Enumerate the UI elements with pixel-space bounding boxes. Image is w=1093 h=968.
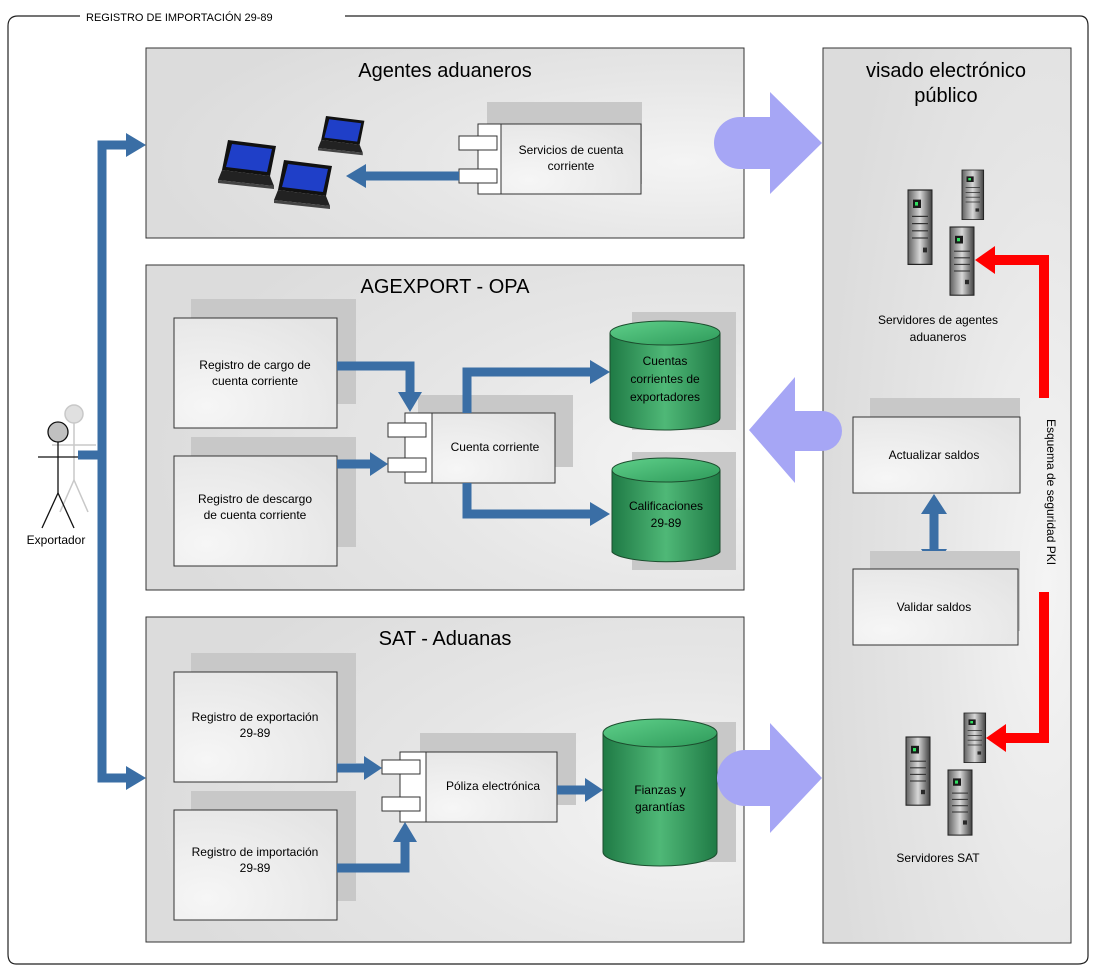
actor-label: Exportador	[27, 533, 86, 547]
panel-sat-title: SAT - Aduanas	[379, 628, 512, 650]
server-icon	[907, 189, 933, 265]
document-registro-cargo: Registro de cargo de cuenta corriente	[173, 299, 356, 429]
document-registro-descargo: Registro de descargo de cuenta corriente	[173, 437, 356, 567]
db-cuentas-line2: corrientes de	[630, 372, 700, 386]
agexport-flow-arrows	[337, 360, 610, 526]
db-fianzas-line2: garantías	[635, 800, 685, 814]
document-registro-exportacion: Registro de exportación 29-89	[173, 653, 356, 783]
doc-export-line2: 29-89	[240, 726, 271, 740]
doc-cargo-line2: cuenta corriente	[212, 374, 298, 388]
servers-agentes-line2: aduaneros	[910, 330, 967, 344]
servers-sat: Servidores SAT	[896, 712, 987, 865]
db-cuentas-line1: Cuentas	[643, 354, 688, 368]
actor-exportador: Exportador	[27, 404, 96, 547]
panel-agentes-title: Agentes aduaneros	[358, 60, 531, 82]
server-icon	[905, 736, 931, 806]
doc-descargo-line1: Registro de descargo	[198, 492, 312, 506]
stick-figure-icon	[38, 421, 78, 529]
database-cuentas: Cuentas corrientes de exportadores	[609, 312, 736, 431]
sat-flow-arrows	[337, 756, 603, 873]
database-calificaciones: Calificaciones 29-89	[611, 452, 736, 570]
db-calif-line1: Calificaciones	[629, 499, 703, 513]
laptop-icon	[274, 160, 332, 209]
panel-visado: visado electrónico público	[822, 47, 1072, 944]
component-poliza: Póliza electrónica	[381, 733, 576, 823]
db-calif-line2: 29-89	[651, 516, 682, 530]
database-fianzas: Fianzas y garantías	[602, 718, 736, 867]
actualizar-label: Actualizar saldos	[889, 448, 980, 462]
outer-frame: REGISTRO DE IMPORTACIÓN 29-89	[7, 8, 1089, 965]
server-icon	[961, 169, 985, 221]
component-servicios: Servicios de cuenta corriente	[458, 102, 642, 195]
server-icon	[947, 769, 973, 836]
servers-agentes-line1: Servidores de agentes	[878, 313, 998, 327]
server-icon	[949, 226, 975, 296]
block-arrow-visado-to-agexport	[749, 377, 842, 483]
frame-title: REGISTRO DE IMPORTACIÓN 29-89	[86, 11, 273, 24]
component-servicios-line2: corriente	[548, 159, 595, 173]
db-fianzas-line1: Fianzas y	[634, 783, 685, 797]
doc-cargo-line1: Registro de cargo de	[199, 358, 311, 372]
component-servicios-line1: Servicios de cuenta	[519, 143, 624, 157]
component-poliza-label: Póliza electrónica	[446, 779, 540, 793]
doc-import-line2: 29-89	[240, 861, 271, 875]
servers-sat-label: Servidores SAT	[896, 851, 980, 865]
block-arrow-sat-to-visado	[717, 723, 822, 833]
server-icon	[963, 712, 987, 764]
servers-agentes: Servidores de agentes aduaneros	[878, 169, 998, 344]
pki-label: Esquema de seguridad PKI	[1044, 419, 1058, 565]
component-cuenta-label: Cuenta corriente	[451, 440, 540, 454]
pki-red-arrows: Esquema de seguridad PKI	[975, 246, 1058, 752]
panel-agexport-title: AGEXPORT - OPA	[361, 276, 531, 298]
exportador-flow-arrows	[78, 133, 146, 790]
panel-visado-title-line1: visado electrónico	[866, 60, 1026, 82]
document-registro-importacion: Registro de importación 29-89	[173, 791, 356, 921]
arrow-servicios-to-laptops	[346, 164, 459, 188]
component-cuenta-corriente: Cuenta corriente	[387, 395, 573, 484]
laptop-icon	[318, 116, 365, 156]
block-arrow-agentes-to-visado	[714, 92, 822, 194]
doc-descargo-line2: de cuenta corriente	[204, 508, 307, 522]
panel-visado-title-line2: público	[914, 85, 977, 107]
validar-label: Validar saldos	[897, 600, 971, 614]
box-actualizar-saldos: Actualizar saldos	[852, 398, 1021, 494]
actor-shadow-icon	[52, 404, 96, 513]
box-validar-saldos: Validar saldos	[852, 551, 1020, 646]
laptop-icon	[218, 140, 276, 189]
doc-import-line1: Registro de importación	[192, 845, 319, 859]
doc-export-line1: Registro de exportación	[192, 710, 319, 724]
db-cuentas-line3: exportadores	[630, 390, 700, 404]
